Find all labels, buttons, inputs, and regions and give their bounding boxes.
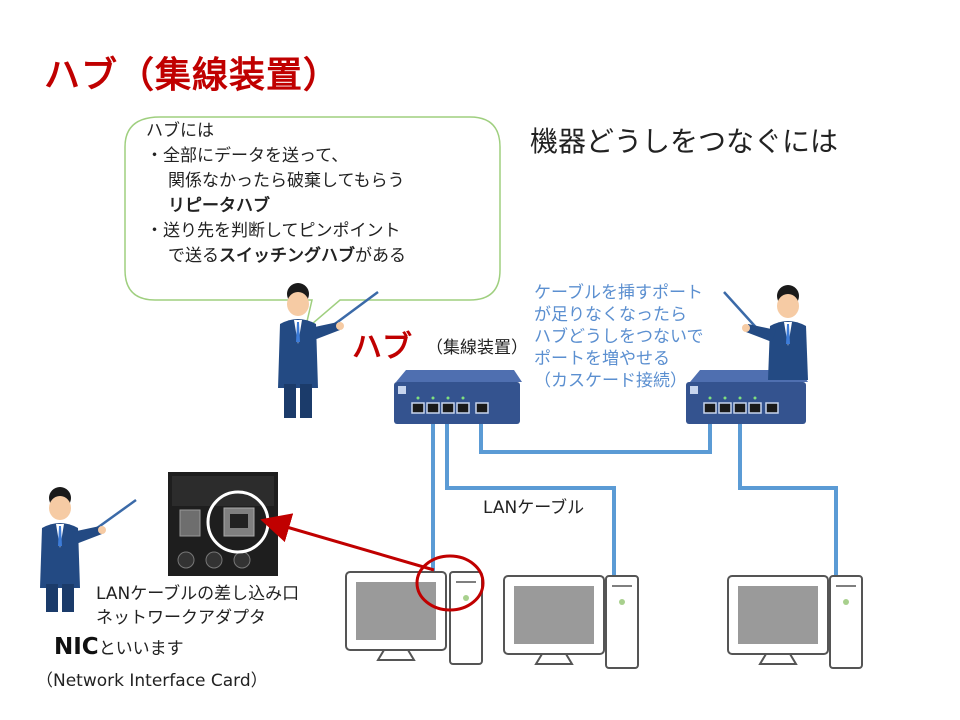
bubble-line: ・送り先を判断してピンポイント [146,221,401,241]
cascade-note: ケーブルを挿すポート が足りなくなったら ハブどうしをつないで ポートを増やせる… [534,282,754,392]
desktop-computer-icon [503,575,639,669]
bubble-line: で送るスイッチングハブがある [146,244,486,269]
nic-suffix: といいます [98,639,184,659]
nic-abbr: NIC [54,634,99,660]
cascade-line: ポートを増やせる [534,349,670,369]
lan-cable-label: LANケーブル [483,498,585,518]
desktop-computer-icon [345,571,483,665]
cascade-line: ケーブルを挿すポート [534,283,703,303]
speech-bubble [124,116,501,333]
lan-cables [431,416,838,580]
section-heading: 機器どうしをつなぐには [530,125,839,158]
nic-port-photo-icon [168,472,278,576]
bubble-text-fragment: で送る [168,246,219,266]
cascade-line: ハブどうしをつないで [534,327,704,347]
bubble-line: ・全部にデータを送って、 [146,146,349,166]
nic-full-name: （Network Interface Card） [36,671,268,691]
nic-abbreviation: NICといいます [54,634,184,660]
hub-device-icon [394,370,522,424]
cascade-line: （カスケード接続） [534,371,687,391]
bubble-line: ハブには [146,121,214,141]
bubble-line: リピータハブ [146,194,486,219]
cascade-line: が足りなくなったら [534,305,687,325]
desktop-computer-icon [727,575,863,669]
nic-desc-line: ネットワークアダプタ [96,608,266,628]
nic-description: LANケーブルの差し込み口 ネットワークアダプタ [96,582,299,630]
switching-hub-term: スイッチングハブ [219,246,355,266]
bubble-text: ハブには ・全部にデータを送って、 関係なかったら破棄してもらう リピータハブ … [146,119,486,269]
repeater-hub-term: リピータハブ [168,196,270,216]
bubble-text-fragment: がある [355,246,406,266]
presenter-figure-icon [723,285,808,380]
slide-title: ハブ（集線装置） [44,55,341,96]
nic-desc-line: LANケーブルの差し込み口 [96,584,300,604]
hub-sub-label: （集線装置） [426,338,528,358]
presenter-figure-icon [278,283,379,418]
hub-label: ハブ [352,330,412,365]
nic-highlight [260,513,485,612]
presenter-figure-icon [40,487,137,612]
bubble-line: 関係なかったら破棄してもらう [168,171,405,191]
